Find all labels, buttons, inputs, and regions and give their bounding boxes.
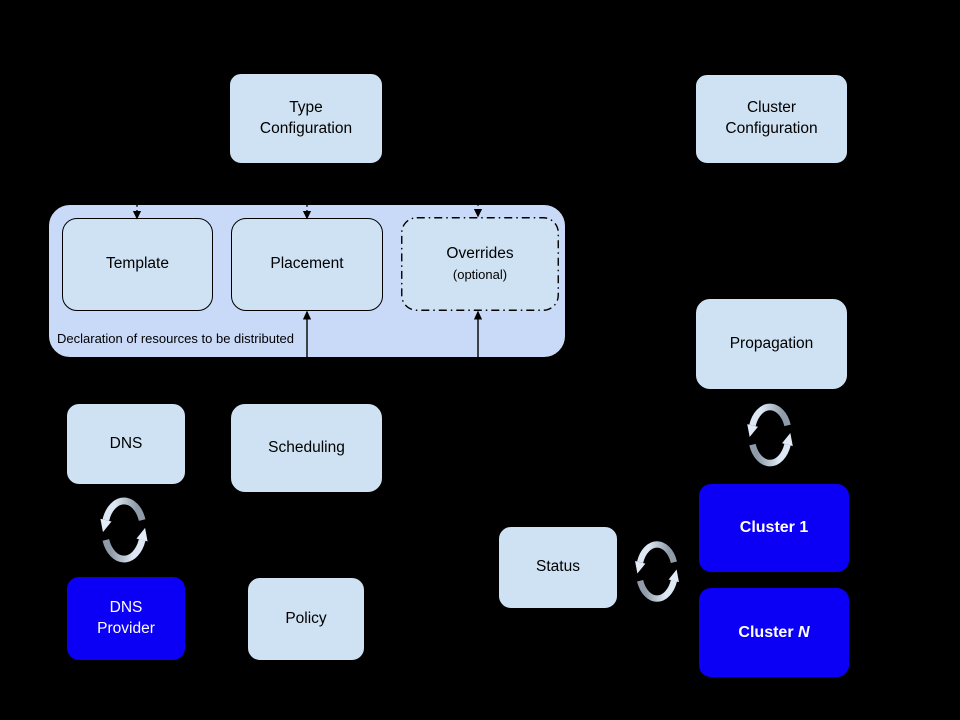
node-type-configuration: Type Configuration [229, 73, 383, 164]
sync-icon [742, 398, 798, 472]
node-label: Overrides [446, 245, 514, 263]
node-cluster-n: Cluster N [698, 587, 850, 678]
node-label: Policy [285, 609, 327, 627]
node-label: DNS [109, 434, 143, 452]
node-placement: Placement [231, 218, 383, 311]
node-cluster-1: Cluster 1 [698, 483, 850, 573]
node-label: Propagation [729, 334, 814, 352]
node-label: Cluster N [738, 623, 810, 641]
node-propagation: Propagation [695, 298, 848, 390]
node-label: Type Configuration [259, 98, 353, 137]
node-label: Scheduling [268, 438, 345, 456]
node-cluster-configuration: Cluster Configuration [695, 74, 848, 164]
sync-icon [95, 492, 153, 568]
node-label: Template [106, 255, 169, 273]
node-scheduling: Scheduling [230, 403, 383, 493]
node-dns-provider: DNS Provider [66, 576, 186, 661]
node-label: Placement [270, 255, 344, 273]
node-status: Status [498, 526, 618, 609]
node-overrides: Overrides (optional) [401, 217, 559, 311]
node-label: Cluster Configuration [725, 99, 818, 137]
node-label: DNS Provider [97, 598, 155, 637]
node-sublabel: (optional) [452, 267, 508, 283]
declaration-group-caption: Declaration of resources to be distribut… [57, 331, 295, 346]
dash-dot-border [401, 217, 559, 311]
sync-icon [630, 535, 684, 608]
node-label: Status [536, 558, 580, 576]
node-policy: Policy [247, 577, 365, 661]
node-label: Cluster 1 [739, 519, 809, 537]
node-dns: DNS [66, 403, 186, 485]
node-template: Template [62, 218, 213, 311]
